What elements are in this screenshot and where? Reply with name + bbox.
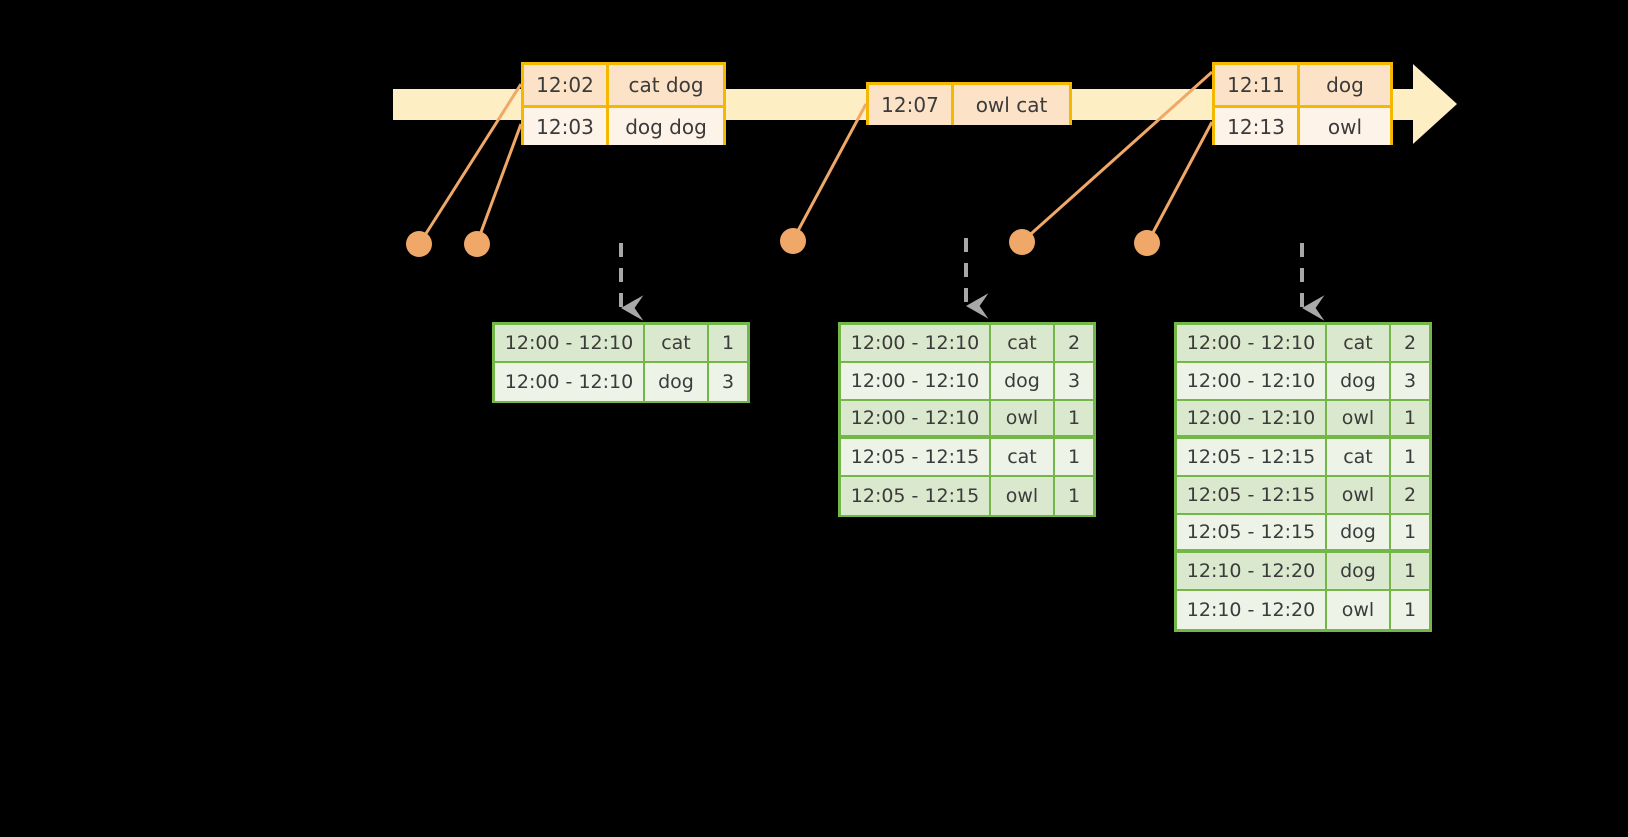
word-cell: cat xyxy=(645,325,709,361)
table-row: 12:00 - 12:10 owl 1 xyxy=(1177,401,1429,439)
word-cell: dog xyxy=(1327,515,1391,549)
window-cell: 12:00 - 12:10 xyxy=(841,363,991,399)
word-cell: owl xyxy=(1327,401,1391,435)
table-row: 12:05 - 12:15 cat 1 xyxy=(841,439,1093,477)
count-cell: 2 xyxy=(1391,477,1429,513)
event-time: 12:03 xyxy=(524,108,609,145)
event-words: dog xyxy=(1300,65,1390,105)
event-words: dog dog xyxy=(609,108,723,145)
table-row: 12:00 - 12:10 dog 3 xyxy=(841,363,1093,401)
emit-arrows xyxy=(619,238,1325,321)
count-cell: 1 xyxy=(1391,553,1429,589)
event-marker-3 xyxy=(780,228,806,254)
window-cell: 12:00 - 12:10 xyxy=(1177,363,1327,399)
event-box-group-1: 12:02 cat dog 12:03 dog dog xyxy=(521,62,726,145)
event-time: 12:11 xyxy=(1215,65,1300,105)
window-cell: 12:05 - 12:15 xyxy=(1177,477,1327,513)
table-row: 12:00 - 12:10 owl 1 xyxy=(841,401,1093,439)
event-row: 12:02 cat dog xyxy=(524,65,723,105)
word-cell: dog xyxy=(991,363,1055,399)
count-cell: 1 xyxy=(1391,401,1429,435)
window-cell: 12:10 - 12:20 xyxy=(1177,591,1327,629)
count-cell: 1 xyxy=(1391,515,1429,549)
event-row: 12:03 dog dog xyxy=(524,105,723,145)
event-row: 12:13 owl xyxy=(1215,105,1390,145)
table-row: 12:00 - 12:10 dog 3 xyxy=(495,363,747,401)
table-row: 12:05 - 12:15 owl 2 xyxy=(1177,477,1429,515)
event-row: 12:07 owl cat xyxy=(869,85,1069,125)
event-words: owl xyxy=(1300,108,1390,145)
word-cell: owl xyxy=(1327,591,1391,629)
event-marker-1 xyxy=(406,231,432,257)
count-cell: 1 xyxy=(1391,591,1429,629)
window-cell: 12:00 - 12:10 xyxy=(495,363,645,401)
table-row: 12:10 - 12:20 owl 1 xyxy=(1177,591,1429,629)
event-row: 12:11 dog xyxy=(1215,65,1390,105)
event-time: 12:02 xyxy=(524,65,609,105)
count-cell: 2 xyxy=(1055,325,1093,361)
count-cell: 3 xyxy=(709,363,747,401)
window-counts-table-3: 12:00 - 12:10 cat 2 12:00 - 12:10 dog 3 … xyxy=(1174,322,1432,632)
table-row: 12:00 - 12:10 dog 3 xyxy=(1177,363,1429,401)
count-cell: 2 xyxy=(1391,325,1429,361)
window-cell: 12:10 - 12:20 xyxy=(1177,553,1327,589)
count-cell: 1 xyxy=(709,325,747,361)
word-cell: dog xyxy=(645,363,709,401)
window-cell: 12:05 - 12:15 xyxy=(841,439,991,475)
window-cell: 12:00 - 12:10 xyxy=(495,325,645,361)
word-cell: owl xyxy=(991,401,1055,435)
window-cell: 12:00 - 12:10 xyxy=(1177,325,1327,361)
window-cell: 12:05 - 12:15 xyxy=(1177,515,1327,549)
count-cell: 3 xyxy=(1391,363,1429,399)
count-cell: 1 xyxy=(1055,477,1093,515)
event-words: cat dog xyxy=(609,65,723,105)
event-marker-2 xyxy=(464,231,490,257)
word-cell: cat xyxy=(1327,325,1391,361)
window-cell: 12:05 - 12:15 xyxy=(841,477,991,515)
count-cell: 1 xyxy=(1055,439,1093,475)
word-cell: owl xyxy=(1327,477,1391,513)
event-time: 12:07 xyxy=(869,85,954,125)
count-cell: 1 xyxy=(1391,439,1429,475)
event-words: owl cat xyxy=(954,85,1069,125)
word-cell: cat xyxy=(991,439,1055,475)
table-row: 12:05 - 12:15 cat 1 xyxy=(1177,439,1429,477)
table-row: 12:10 - 12:20 dog 1 xyxy=(1177,553,1429,591)
table-row: 12:05 - 12:15 dog 1 xyxy=(1177,515,1429,553)
window-cell: 12:05 - 12:15 xyxy=(1177,439,1327,475)
table-row: 12:00 - 12:10 cat 1 xyxy=(495,325,747,363)
window-cell: 12:00 - 12:10 xyxy=(841,401,991,435)
window-counts-table-2: 12:00 - 12:10 cat 2 12:00 - 12:10 dog 3 … xyxy=(838,322,1096,517)
count-cell: 3 xyxy=(1055,363,1093,399)
table-row: 12:05 - 12:15 owl 1 xyxy=(841,477,1093,515)
window-cell: 12:00 - 12:10 xyxy=(841,325,991,361)
word-cell: owl xyxy=(991,477,1055,515)
event-dots xyxy=(406,228,1160,257)
event-marker-4 xyxy=(1009,229,1035,255)
event-box-group-3: 12:11 dog 12:13 owl xyxy=(1212,62,1393,145)
word-cell: cat xyxy=(1327,439,1391,475)
word-cell: dog xyxy=(1327,363,1391,399)
timeline-arrowhead-icon xyxy=(1413,64,1457,144)
count-cell: 1 xyxy=(1055,401,1093,435)
window-counts-table-1: 12:00 - 12:10 cat 1 12:00 - 12:10 dog 3 xyxy=(492,322,750,403)
event-marker-5 xyxy=(1134,230,1160,256)
window-cell: 12:00 - 12:10 xyxy=(1177,401,1327,435)
table-row: 12:00 - 12:10 cat 2 xyxy=(1177,325,1429,363)
word-cell: cat xyxy=(991,325,1055,361)
event-time: 12:13 xyxy=(1215,108,1300,145)
event-box-group-2: 12:07 owl cat xyxy=(866,82,1072,125)
table-row: 12:00 - 12:10 cat 2 xyxy=(841,325,1093,363)
word-cell: dog xyxy=(1327,553,1391,589)
